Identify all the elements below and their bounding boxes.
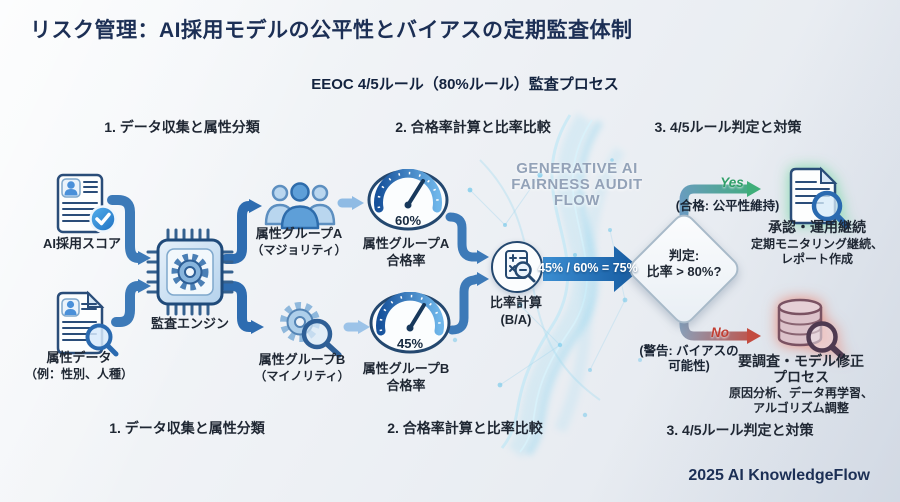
- cpu-gear-icon: [146, 228, 234, 316]
- group-b-sublabel: （マイノリティ）: [254, 369, 350, 383]
- gauge-a-icon: 60%: [366, 169, 450, 231]
- gauge-a-label: 属性グループA: [362, 236, 450, 251]
- investigate-title-2: プロセス: [773, 369, 829, 385]
- page-title: リスク管理：AI採用モデルの公平性とバイアスの定期監査体制: [30, 19, 633, 42]
- section-3-bottom: 3. 4/5ルール判定と対策: [666, 422, 814, 438]
- investigate-desc-1: 原因分析、データ再学習、: [728, 386, 873, 400]
- people-group-icon: [264, 182, 336, 230]
- ratio-result-text: 45% / 60% = 75%: [538, 261, 638, 275]
- database-magnifier-icon: [777, 298, 845, 359]
- approve-desc-2: レポート作成: [780, 252, 853, 266]
- section-1-top: 1. データ収集と属性分類: [104, 119, 260, 135]
- approve-desc-1: 定期モニタリング継続、: [750, 237, 883, 251]
- gauge-a-value: 60%: [394, 213, 422, 228]
- section-3-top: 3. 4/5ルール判定と対策: [654, 119, 802, 135]
- watermark-text: GENERATIVE AI FAIRNESS AUDIT FLOW: [511, 160, 643, 209]
- document-magnifier-icon: [56, 290, 119, 357]
- approve-document-magnifier-icon: [789, 166, 850, 229]
- calculator-magnifier-icon: [491, 241, 543, 293]
- decision-text: 判定: 比率 > 80%?: [646, 248, 722, 280]
- ratio-calc-label: 比率計算: [489, 295, 542, 310]
- section-2-bottom: 2. 合格率計算と比率比較: [387, 420, 543, 436]
- no-note-2: 可能性): [668, 359, 710, 373]
- no-arrow-label: No: [711, 325, 729, 340]
- yes-arrow-label: Yes: [720, 175, 744, 190]
- attribute-data-label: 属性データ: [46, 350, 112, 365]
- gear-magnifier-icon: [280, 302, 342, 358]
- gauge-b-icon: 45%: [368, 292, 452, 354]
- gauge-a-sublabel: 合格率: [386, 253, 426, 268]
- gauge-b-label: 属性グループB: [362, 361, 450, 376]
- group-a-label: 属性グループA: [255, 226, 343, 241]
- investigate-desc-2: アルゴリズム調整: [753, 401, 849, 415]
- ai-score-label: AI採用スコア: [42, 236, 121, 251]
- yes-note: (合格: 公平性維持): [675, 199, 780, 213]
- attribute-data-sublabel: （例：性別、人種）: [24, 367, 133, 381]
- footer-credit: 2025 AI KnowledgeFlow: [688, 467, 870, 484]
- gauge-b-sublabel: 合格率: [386, 378, 426, 393]
- section-2-top: 2. 合格率計算と比率比較: [395, 119, 551, 135]
- audit-engine-label: 監査エンジン: [150, 316, 229, 331]
- no-note-1: (警告: バイアスの: [639, 344, 739, 358]
- section-1-bottom: 1. データ収集と属性分類: [109, 420, 265, 436]
- group-a-sublabel: （マジョリティ）: [251, 243, 347, 257]
- gauge-b-value: 45%: [396, 336, 424, 351]
- group-b-label: 属性グループB: [258, 352, 346, 367]
- process-subtitle: EEOC 4/5ルール（80%ルール）監査プロセス: [311, 76, 619, 93]
- ratio-calc-sublabel: (B/A): [500, 312, 532, 327]
- document-check-icon: [56, 173, 117, 234]
- investigate-title-1: 要調査・モデル修正: [738, 353, 864, 369]
- approve-title: 承認・運用継続: [768, 219, 866, 235]
